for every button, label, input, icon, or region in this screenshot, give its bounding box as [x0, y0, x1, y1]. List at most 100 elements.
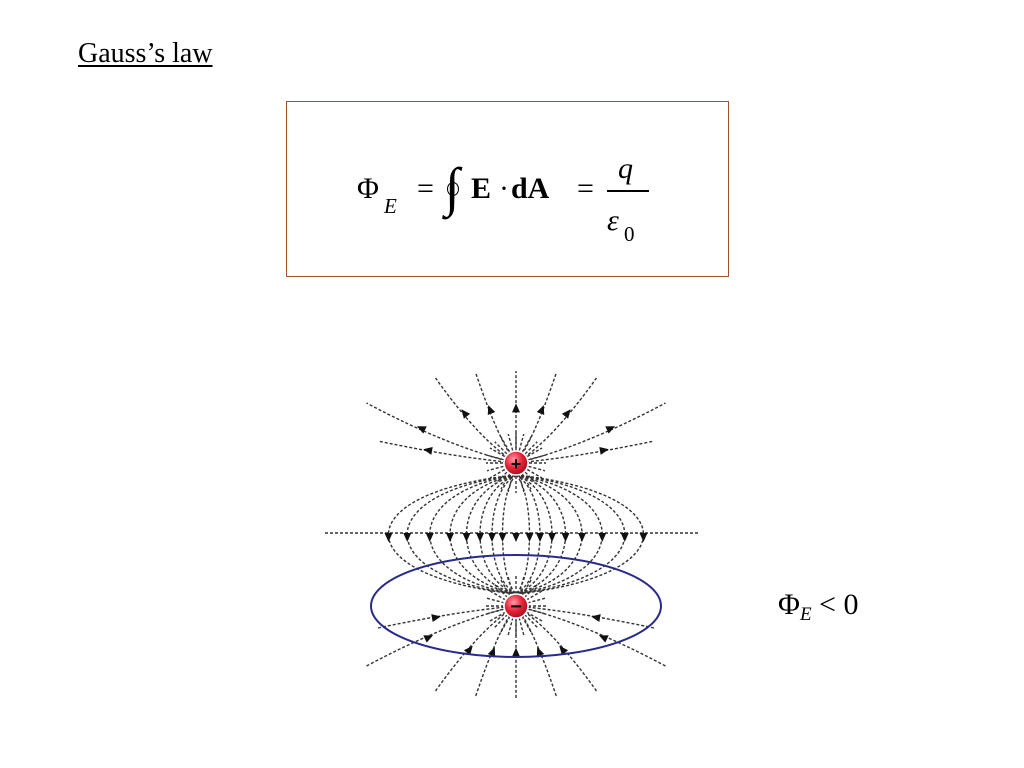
field-arrow-outgoing	[536, 405, 545, 415]
field-arrow-outgoing	[487, 405, 496, 415]
field-line-outgoing	[515, 440, 655, 464]
field-spike-positive	[494, 471, 508, 485]
field-arrow-down	[536, 533, 544, 542]
field-spike-positive	[518, 475, 525, 493]
field-arrow-down	[598, 533, 607, 542]
field-line-incoming	[434, 605, 517, 692]
field-spike-negative	[518, 576, 525, 594]
field-line-outgoing	[515, 377, 598, 464]
result-flux-symbol: Φ	[778, 588, 800, 621]
negative-charge-label: −	[510, 596, 522, 618]
flux-symbol: Φ	[357, 172, 379, 205]
field-arrow-incoming	[423, 635, 434, 643]
field-arrow-down	[578, 533, 586, 542]
fraction-denominator: ε	[607, 204, 619, 237]
field-spike-negative	[507, 576, 514, 594]
field-spike-negative	[521, 616, 532, 633]
field-arrow-outgoing	[423, 446, 433, 455]
positive-charge-label: +	[511, 454, 522, 474]
field-line-outgoing	[475, 372, 517, 464]
dot-product: ·	[499, 172, 509, 205]
field-spike-positive	[526, 468, 543, 479]
field-line-incoming	[515, 605, 655, 629]
gaussian-surface	[370, 554, 662, 658]
field-arrow-down	[488, 533, 496, 542]
field-spike-positive	[524, 471, 538, 485]
dipole-field-diagram: + −	[325, 371, 700, 698]
field-spike-positive	[524, 441, 538, 455]
field-line-incoming	[515, 605, 666, 667]
field-spike-negative	[500, 579, 511, 596]
field-arrow-down	[425, 533, 434, 542]
negative-charge: −	[503, 593, 529, 619]
field-line-outgoing	[377, 440, 517, 464]
field-arrow-down	[639, 533, 648, 542]
field-spike-negative	[526, 590, 543, 601]
field-spike-negative	[524, 584, 538, 598]
field-arrow-incoming	[487, 647, 496, 657]
field-arrow-down	[498, 533, 507, 542]
field-line-left	[388, 474, 517, 595]
field-spike-negative	[526, 611, 543, 622]
fraction-numerator: q	[618, 152, 633, 185]
positive-charge: +	[503, 450, 529, 476]
field-arrow-down	[620, 533, 629, 542]
field-spike-positive	[507, 475, 514, 493]
field-arrow-down	[548, 533, 556, 542]
fraction-bar	[607, 190, 649, 192]
field-arrow-outgoing	[461, 409, 471, 419]
field-line-outgoing	[515, 372, 557, 464]
field-arrows	[384, 403, 648, 657]
field-arrow-incoming	[598, 635, 609, 643]
equals-sign-2: =	[577, 172, 594, 205]
field-spike-positive	[500, 473, 511, 490]
field-arrow-incoming	[431, 614, 441, 623]
field-arrow-down	[561, 533, 570, 542]
field-spike-negative	[486, 597, 504, 604]
result-relation: < 0	[819, 588, 859, 621]
field-spike-positive	[486, 465, 504, 472]
field-arrow-incoming	[591, 614, 601, 623]
field-arrow-incoming	[512, 647, 520, 657]
area-vector-da: dA	[511, 172, 550, 205]
field-arrow-outgoing	[599, 446, 609, 455]
field-vector-e: E	[471, 172, 492, 205]
field-line-incoming	[366, 605, 517, 667]
field-arrow-outgoing	[512, 403, 520, 413]
field-arrow-down	[512, 533, 520, 542]
field-spike-positive	[489, 468, 506, 479]
field-spike-positive	[494, 441, 508, 455]
field-arrow-incoming	[463, 645, 473, 656]
field-spike-positive	[486, 454, 504, 461]
field-arrow-down	[462, 533, 471, 542]
field-line-incoming	[515, 605, 598, 692]
field-arrow-incoming	[559, 645, 569, 656]
slide-title: Gauss’s law	[78, 38, 213, 69]
field-spike-positive	[489, 447, 506, 458]
field-arrow-down	[525, 533, 534, 542]
field-spike-positive	[518, 433, 525, 451]
gauss-law-formula-box: Φ E = ∫ E · dA = q ε 0	[286, 101, 729, 277]
field-line-right	[515, 474, 553, 595]
field-spike-positive	[528, 465, 546, 472]
field-spike-negative	[518, 618, 525, 636]
field-line-incoming	[377, 605, 517, 629]
field-spike-negative	[486, 608, 504, 615]
field-spike-negative	[528, 608, 546, 615]
field-arrow-down	[476, 533, 484, 542]
field-spike-negative	[489, 590, 506, 601]
equals-sign-1: =	[417, 172, 434, 205]
field-line-left	[479, 474, 517, 595]
field-spike-negative	[489, 611, 506, 622]
field-line-incoming	[475, 605, 517, 697]
field-spike-positive	[500, 436, 511, 453]
field-spike-positive	[526, 447, 543, 458]
field-spike-positive	[521, 473, 532, 490]
flux-subscript: E	[384, 194, 397, 218]
field-arrow-incoming	[536, 647, 545, 657]
field-arrow-outgoing	[561, 409, 571, 419]
field-arrow-outgoing	[416, 426, 427, 434]
field-line-incoming	[515, 605, 557, 697]
field-spike-positive	[528, 454, 546, 461]
result-flux-subscript: E	[799, 604, 812, 625]
